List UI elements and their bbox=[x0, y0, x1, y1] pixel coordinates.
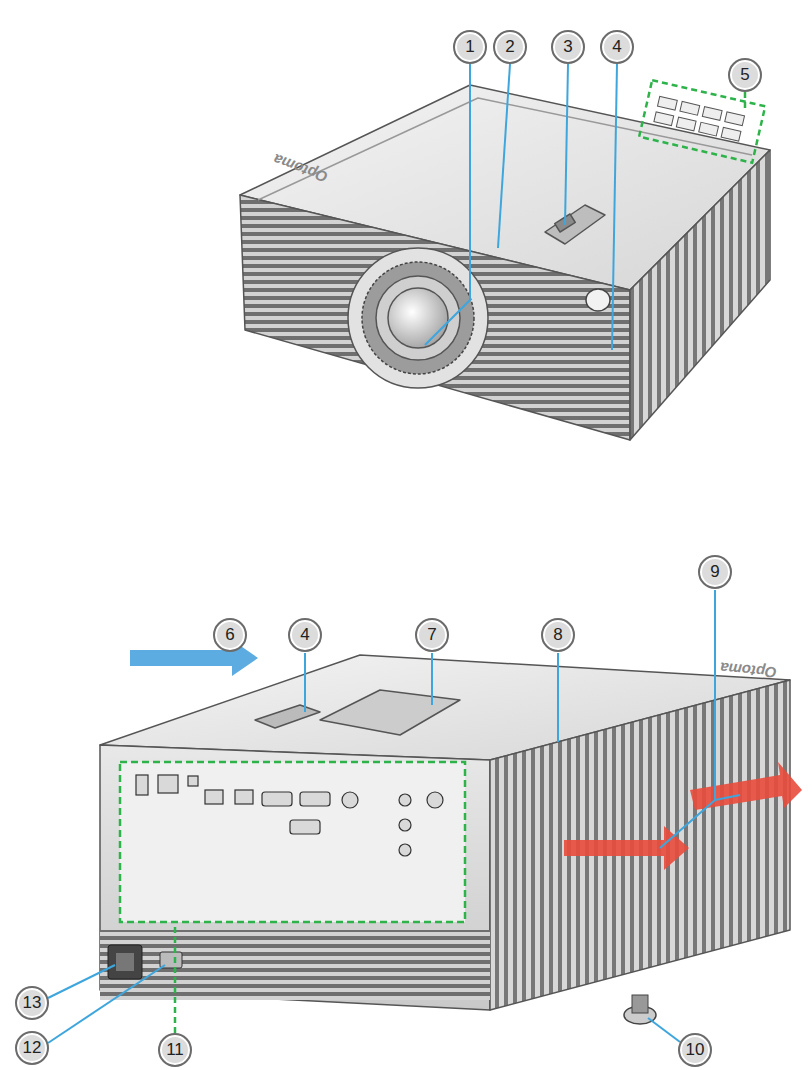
callout-number: 4 bbox=[288, 618, 322, 652]
callout-number: 10 bbox=[678, 1033, 712, 1067]
callout-number: 3 bbox=[551, 30, 585, 64]
callout-number: 13 bbox=[15, 986, 49, 1020]
callout-number: 9 bbox=[698, 555, 732, 589]
callout-number: 8 bbox=[541, 618, 575, 652]
callout-number: 5 bbox=[728, 58, 762, 92]
callout-number: 6 bbox=[213, 618, 247, 652]
callout-number: 2 bbox=[493, 30, 527, 64]
callout-number: 1 bbox=[453, 30, 487, 64]
callout-number: 11 bbox=[158, 1033, 192, 1067]
callout-number: 4 bbox=[600, 30, 634, 64]
callout-number: 12 bbox=[15, 1031, 49, 1065]
callout-number: 7 bbox=[415, 618, 449, 652]
